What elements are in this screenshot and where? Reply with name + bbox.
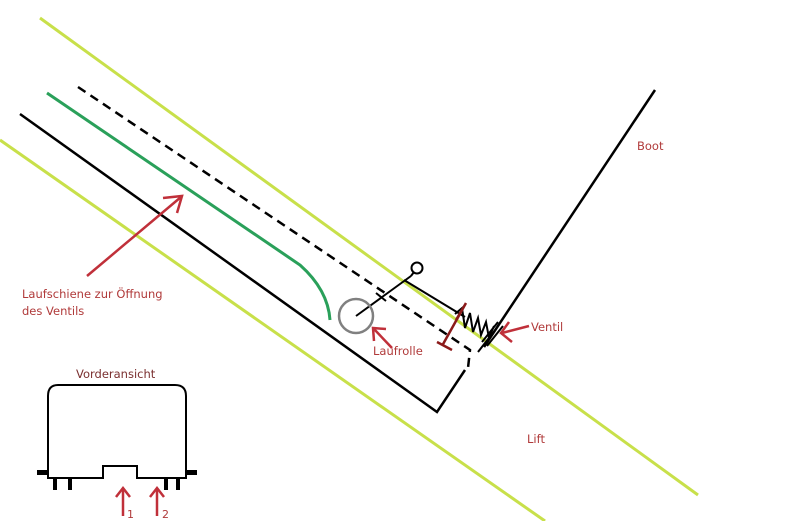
arrow-ventil [501, 324, 530, 335]
arrow-laufrolle-head [371, 326, 387, 342]
front-view-tab-left [37, 470, 48, 475]
valve-rod [403, 279, 466, 318]
label-laufrolle: Laufrolle [373, 344, 423, 358]
frame-lower [19, 112, 467, 414]
lever-cross [375, 292, 387, 302]
front-view [37, 384, 197, 490]
valve-plate-3 [477, 333, 493, 353]
label-laufschiene-2: des Ventils [22, 304, 84, 318]
lift-rail-upper [39, 16, 699, 497]
arrow-laufschiene-head [162, 194, 184, 214]
valve-plate-2 [486, 325, 504, 347]
arrow-ventil-head [499, 321, 513, 343]
lever [355, 261, 466, 318]
front-view-body [47, 384, 187, 479]
front-view-foot-3 [164, 478, 168, 490]
valve-spring [454, 306, 504, 353]
front-view-foot-2 [68, 478, 72, 490]
label-marker-1: 1 [127, 508, 134, 521]
lift-rail-lower [0, 138, 546, 521]
dashed-rail [77, 85, 472, 369]
valve-plate-1 [481, 321, 499, 343]
spring-coil [454, 306, 495, 342]
label-ventil: Ventil [531, 320, 563, 334]
front-view-foot-4 [176, 478, 180, 490]
annotation-arrows [86, 194, 530, 516]
label-lift: Lift [527, 432, 545, 446]
roller-circle [337, 297, 375, 335]
lever-arm [355, 275, 412, 317]
arrow-laufrolle [373, 328, 393, 349]
arrow-laufschiene [86, 196, 182, 277]
label-boot: Boot [637, 139, 664, 153]
boat-line [482, 89, 657, 348]
front-view-tab-right [186, 470, 197, 475]
arrow-marker-1-head [115, 485, 131, 498]
label-laufschiene-1: Laufschiene zur Öffnung [22, 285, 163, 301]
arrow-marker-2-head [149, 485, 165, 498]
label-marker-2: 2 [162, 508, 169, 521]
valve-bracket [436, 302, 468, 352]
guide-rail [46, 91, 332, 321]
lever-knob [410, 261, 424, 275]
lift-rails [0, 16, 699, 521]
label-vorderansicht: Vorderansicht [76, 367, 156, 381]
front-view-foot-1 [53, 478, 57, 490]
